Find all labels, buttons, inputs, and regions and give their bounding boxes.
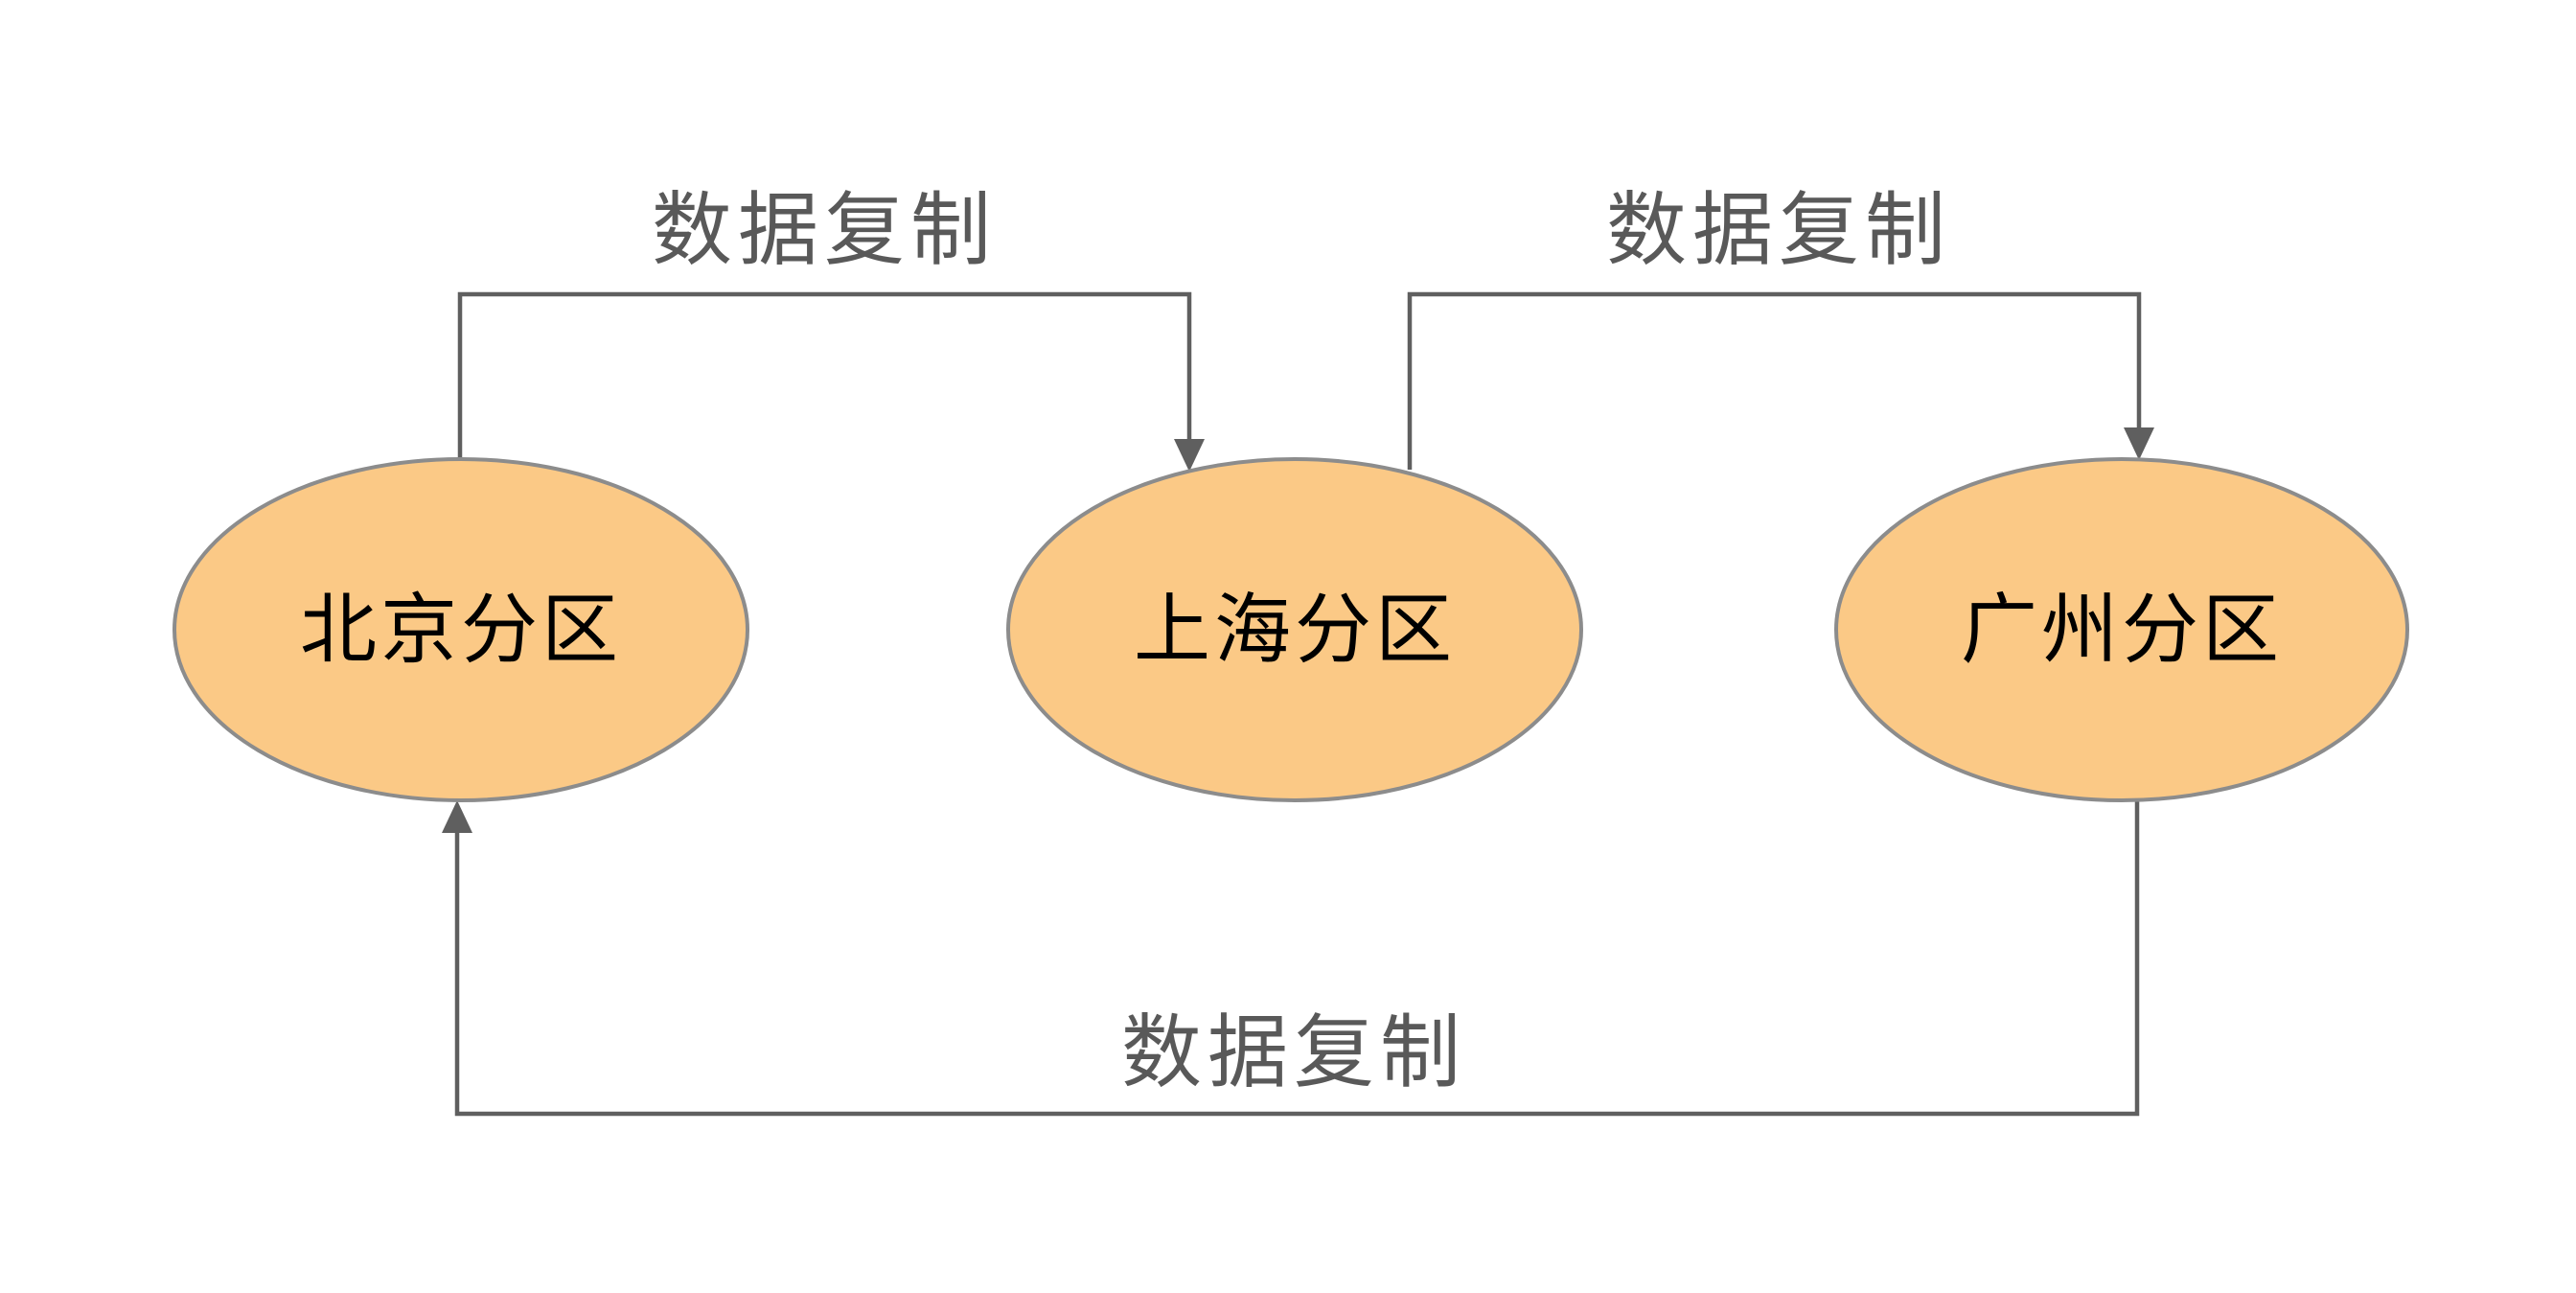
edge-beijing-to-shanghai: 数据复制 <box>457 185 1205 472</box>
ellipse-guangzhou <box>1834 457 2409 802</box>
node-guangzhou-partition: 广州分区 <box>1834 457 2409 802</box>
edge-label-guangzhou-beijing: 数据复制 <box>1121 1007 1466 1097</box>
node-label-shanghai: 上海分区 <box>1134 588 1456 673</box>
ellipse-beijing <box>172 457 749 802</box>
node-label-beijing: 北京分区 <box>300 588 622 673</box>
edge-label-beijing-shanghai: 数据复制 <box>652 185 997 275</box>
arrowhead-down-icon <box>2124 427 2154 460</box>
node-beijing-partition: 北京分区 <box>172 457 749 802</box>
edge-line-beijing-shanghai <box>457 291 1192 458</box>
node-shanghai-partition: 上海分区 <box>1006 457 1583 802</box>
arrowhead-down-icon <box>1174 439 1205 472</box>
edge-guangzhou-to-beijing: 数据复制 <box>442 799 2140 1117</box>
node-label-guangzhou: 广州分区 <box>1961 588 2283 673</box>
edge-line-shanghai-guangzhou <box>1407 291 2142 470</box>
edge-line-guangzhou-beijing <box>454 799 2140 1117</box>
ellipse-shanghai <box>1006 457 1583 802</box>
edge-label-shanghai-guangzhou: 数据复制 <box>1606 185 1951 275</box>
edge-shanghai-to-guangzhou: 数据复制 <box>1407 185 2154 470</box>
arrowhead-up-icon <box>442 800 472 833</box>
